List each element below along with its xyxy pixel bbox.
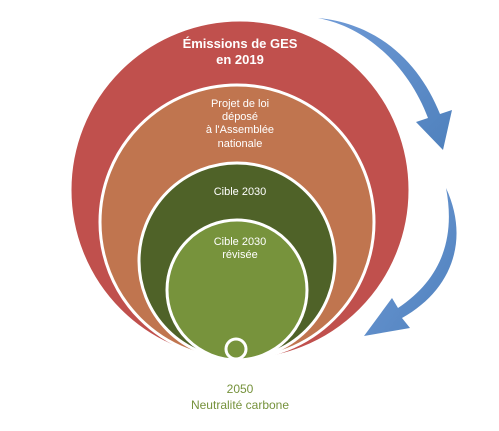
goal-marker [224, 337, 248, 361]
label-emissions-2019: Émissions de GES en 2019 [182, 36, 298, 67]
lower-arrow-icon [364, 188, 457, 336]
goal-year: 2050 [226, 382, 254, 396]
downward-arrows [318, 18, 457, 336]
upper-arrow-icon [318, 18, 452, 150]
label-cible-2030: Cible 2030 [213, 186, 267, 198]
goal-label: Neutralité carbone [190, 398, 290, 412]
label-cible-2030-revisee: Cible 2030 révisée [213, 236, 267, 262]
label-projet-de-loi: Projet de loi déposé à l'Assemblée natio… [205, 98, 275, 150]
